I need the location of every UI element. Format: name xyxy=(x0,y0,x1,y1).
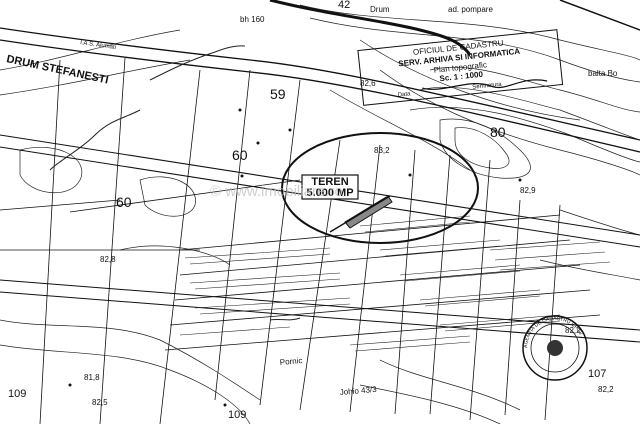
terrain-edge xyxy=(269,0,640,56)
elevation-5: 82,5 xyxy=(92,398,108,407)
top-label-2: Drum xyxy=(370,5,390,14)
place-label-4: Johio 43/3 xyxy=(339,385,377,397)
stamp-line-5: Data xyxy=(398,91,412,98)
top-labels: bh 160 42 Drum ad. pompare xyxy=(240,0,493,24)
elevation-0: 82,6 xyxy=(360,79,376,88)
watermark: © www.imobiliare.ro xyxy=(210,183,343,200)
area-number-1: 60 xyxy=(232,147,248,163)
parcel-label-area: 5.000 MP xyxy=(306,187,353,199)
elevation-6: 82,2 xyxy=(598,385,614,394)
top-label-1: 42 xyxy=(338,0,350,11)
parcel-label-title: TEREN xyxy=(311,176,348,188)
signature-scribble xyxy=(422,79,548,90)
area-numbers: 59 60 60 80 109 107 109 xyxy=(8,86,606,421)
area-number-0: 59 xyxy=(270,86,286,102)
parcel-boundary-line xyxy=(329,195,391,233)
parcel-label: TEREN 5.000 MP xyxy=(301,174,359,200)
parcel-owner-text xyxy=(179,215,611,352)
contour-lines xyxy=(0,4,640,424)
top-label-3: ad. pompare xyxy=(448,5,493,14)
elevation-3: 82,2 xyxy=(565,326,581,335)
parcel-circle xyxy=(281,132,479,244)
place-label-3: Pornic xyxy=(279,356,302,367)
area-number-2: 60 xyxy=(116,194,132,210)
stamp-line-6: Semnatura xyxy=(472,82,502,91)
area-number-5: 107 xyxy=(588,368,606,380)
place-label-2: balta Bo xyxy=(588,69,618,78)
elevation-2: 82,9 xyxy=(520,186,536,195)
handwriting xyxy=(49,45,301,321)
elevation-4: 81,8 xyxy=(84,373,100,382)
area-number-3: 80 xyxy=(490,124,506,140)
survey-marks xyxy=(68,108,522,407)
place-label-0: I.A.S. Alumati xyxy=(80,40,117,51)
elevation-labels: 82,6 83,2 82,9 82,2 81,8 82,5 82,2 82,8 xyxy=(84,79,614,407)
elevation-1: 83,2 xyxy=(374,146,390,155)
area-number-6: 109 xyxy=(228,409,246,421)
elevation-7: 82,8 xyxy=(100,255,116,264)
parcel-lines xyxy=(0,57,601,424)
top-label-0: bh 160 xyxy=(240,15,265,24)
highlighted-parcel[interactable] xyxy=(344,195,393,229)
area-number-4: 109 xyxy=(8,388,26,400)
